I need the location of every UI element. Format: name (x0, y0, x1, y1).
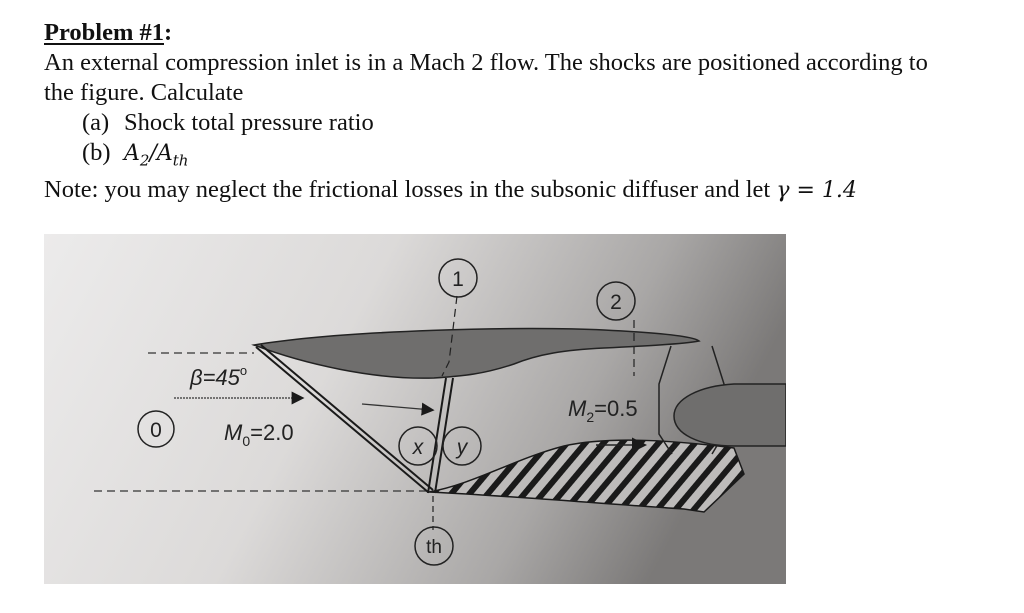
station-y-label: y (455, 436, 469, 459)
m0-subscript: 0 (242, 433, 250, 449)
station-2-label: 2 (610, 291, 622, 314)
post-oblique-arrow (361, 402, 435, 416)
station-y-marker: y (442, 426, 482, 466)
math-sub-2: 2 (139, 151, 150, 170)
beta-annotation: β=45o (189, 363, 247, 390)
problem-note: Note: you may neglect the frictional los… (44, 175, 1014, 206)
part-b-label: (b) (82, 139, 111, 166)
station-x-marker: x (398, 426, 438, 466)
normal-shock-line-a (427, 377, 447, 494)
problem-title: Problem #1: (44, 18, 1014, 48)
beta-text: β=45 (189, 365, 241, 390)
station-1-marker: 1 (438, 258, 478, 298)
note-text: Note: you may neglect the frictional los… (44, 176, 777, 204)
inlet-figure: 0 1 2 x y th β=45o M0=2.0 M2=0.5 (44, 234, 786, 584)
part-a: (a) Shock total pressure ratio (44, 108, 1014, 138)
oblique-shock-line-a (255, 346, 429, 493)
part-b-math: A2/Ath (124, 141, 189, 170)
spinner-nose-cone (673, 383, 786, 447)
m0-value: =2.0 (250, 420, 293, 445)
math-A: A (124, 141, 140, 166)
m2-value: =0.5 (594, 396, 637, 421)
math-slash-A: /A (149, 141, 173, 166)
station-1-label: 1 (452, 268, 464, 291)
station-0-label: 0 (150, 419, 162, 442)
gamma-value: γ = 1.4 (776, 178, 857, 204)
station-1-leader (441, 295, 458, 377)
station-2-marker: 2 (596, 281, 636, 321)
m0-annotation: M0=2.0 (224, 420, 294, 449)
part-a-label: (a) (82, 109, 110, 136)
oblique-shock-line-b (260, 344, 434, 491)
inlet-diagram: 0 1 2 x y th β=45o M0=2.0 M2=0.5 (44, 234, 786, 584)
problem-statement-line-1: An external compression inlet is in a Ma… (44, 49, 928, 76)
normal-shock-line-b (434, 377, 454, 494)
m2-subscript: 2 (586, 409, 594, 425)
problem-document: Problem #1: An external compression inle… (44, 18, 1014, 206)
station-th-marker: th (414, 526, 454, 566)
title-colon: : (164, 19, 173, 46)
part-b: (b) A2/Ath (44, 138, 1014, 175)
m2-annotation: M2=0.5 (568, 396, 638, 425)
station-0-marker: 0 (137, 410, 175, 448)
cowl-lip (251, 327, 701, 379)
problem-statement-line-2: the figure. Calculate (44, 79, 244, 106)
strut-front (658, 345, 673, 455)
centerbody-ramp (428, 439, 745, 513)
m2-M: M (568, 396, 587, 421)
problem-title-text: Problem #1 (44, 19, 164, 46)
part-a-text: Shock total pressure ratio (124, 109, 374, 136)
station-th-label: th (426, 537, 442, 558)
m0-M: M (224, 420, 243, 445)
station-x-label: x (412, 436, 425, 459)
degree-symbol: o (240, 363, 247, 378)
math-sub-th: th (172, 151, 189, 170)
